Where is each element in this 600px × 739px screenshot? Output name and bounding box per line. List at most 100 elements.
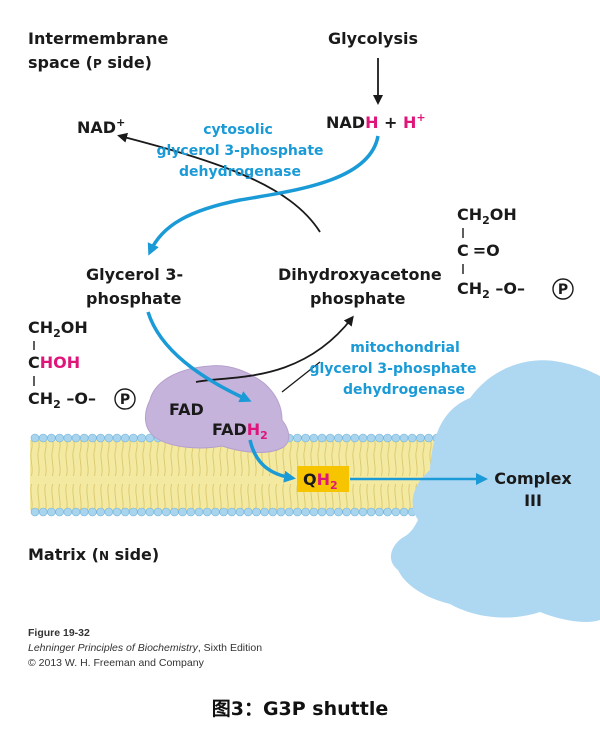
complex-label-1: Complex [494,469,572,488]
g3p-label-1: Glycerol 3- [86,265,183,284]
nad-plus-arrow [117,132,321,233]
lipid-head [243,507,253,517]
lipid-head [79,433,89,443]
lipid-head [309,507,319,517]
lipid-head [170,507,179,517]
lipid-head [63,507,73,517]
lipid-head [391,507,401,517]
complex-iii-shape [390,360,600,623]
lipid-head [399,433,409,443]
lipid-head [309,433,319,443]
lipid-head [350,507,360,517]
lipid-head [145,507,155,517]
lipid-head [129,433,138,443]
mitochondrial-dehydrogenase-enzyme [145,365,290,453]
fad-label: FAD [169,400,204,419]
lipid-head [202,507,212,517]
lipid-head [424,433,433,443]
lipid-head [71,507,81,517]
lipid-head [211,507,220,517]
lipid-head [63,433,73,443]
lipid-head [391,433,401,443]
lipid-head [88,507,97,517]
dhap-phosphate: P [558,282,568,298]
mito-enzyme-line-2: glycerol 3-phosphate [309,361,476,377]
dhap-label-2: phosphate [310,289,406,308]
lipid-head [325,433,335,443]
g3p-row-1: CH2OH [28,318,88,340]
lipid-head [186,507,196,517]
lipid-head [71,433,81,443]
mito-enzyme-line-1: mitochondrial [350,340,460,356]
g3p-row-2: CHOH [28,353,80,372]
dhap-row-2: C=O [457,241,500,260]
lipid-head [358,507,368,517]
lipid-head [96,433,105,443]
dhap-row-3: CH2 –O– [457,279,525,301]
g3p-row-3: CH2 –O– [28,389,96,411]
lipid-head [112,433,122,443]
lipid-head [301,433,310,443]
lipid-head [375,433,384,443]
lipid-head [161,507,171,517]
lipid-head [96,507,105,517]
matrix-label: Matrix (N side) [28,545,159,564]
lipid-head [55,433,64,443]
lipid-head [55,507,64,517]
mito-enzyme-pointer [281,361,321,393]
g3p-label-2: phosphate [86,289,182,308]
lipid-head [129,507,138,517]
mito-enzyme-line-3: dehydrogenase [343,382,465,398]
lipid-head [383,507,392,517]
lipid-head [178,507,187,517]
lipid-head [137,433,146,443]
lipid-head [235,507,245,517]
lipid-head [350,433,360,443]
lipid-head [30,433,40,443]
lipid-head [334,507,343,517]
lipid-head [375,507,384,517]
qh2-box [297,466,349,492]
dhap-label-1: Dihydroxyacetone [278,265,442,284]
lipid-head [120,433,130,443]
lipid-head [268,507,278,517]
book-citation: Lehninger Principles of Biochemistry, Si… [28,642,263,654]
fadh2-label: FADH2 [212,420,268,442]
lipid-head [219,507,228,517]
fadh2-to-qh2-arrow [248,439,296,483]
lipid-head [293,507,302,517]
nad-plus-label: NAD+ [77,116,125,137]
lipid-head [104,433,114,443]
lipid-head [334,433,343,443]
lipid-head [88,433,97,443]
lipid-head [383,433,392,443]
lipid-head [153,507,163,517]
cytosolic-enzyme-line-3: dehydrogenase [179,164,301,180]
lipid-head [47,433,56,443]
lipid-head [30,507,40,517]
lipid-head [79,507,89,517]
cytosolic-enzyme-line-1: cytosolic [203,122,273,138]
lipid-head [104,507,114,517]
lipid-head [366,507,376,517]
complex-label-2: III [524,491,542,510]
lipid-head [293,433,302,443]
g3p-to-fadh2-arrow [146,311,252,403]
dhap-row-1: CH2OH [457,205,517,227]
intermembrane-label-1: Intermembrane [28,29,168,48]
qh2-label: QH2 [303,470,338,492]
lipid-head [252,507,261,517]
cytosolic-enzyme-line-2: glycerol 3-phosphate [156,143,323,159]
lipid-head [342,507,351,517]
lipid-head [317,433,327,443]
nadh-to-g3p-arrow [147,135,380,256]
lipid-head [358,433,368,443]
figure-number: Figure 19-32 [28,627,90,639]
lipid-head [194,507,204,517]
lipid-head [407,433,417,443]
lipid-head [317,507,327,517]
lipid-head [276,507,286,517]
lipid-head [284,507,294,517]
lipid-head [416,433,425,443]
